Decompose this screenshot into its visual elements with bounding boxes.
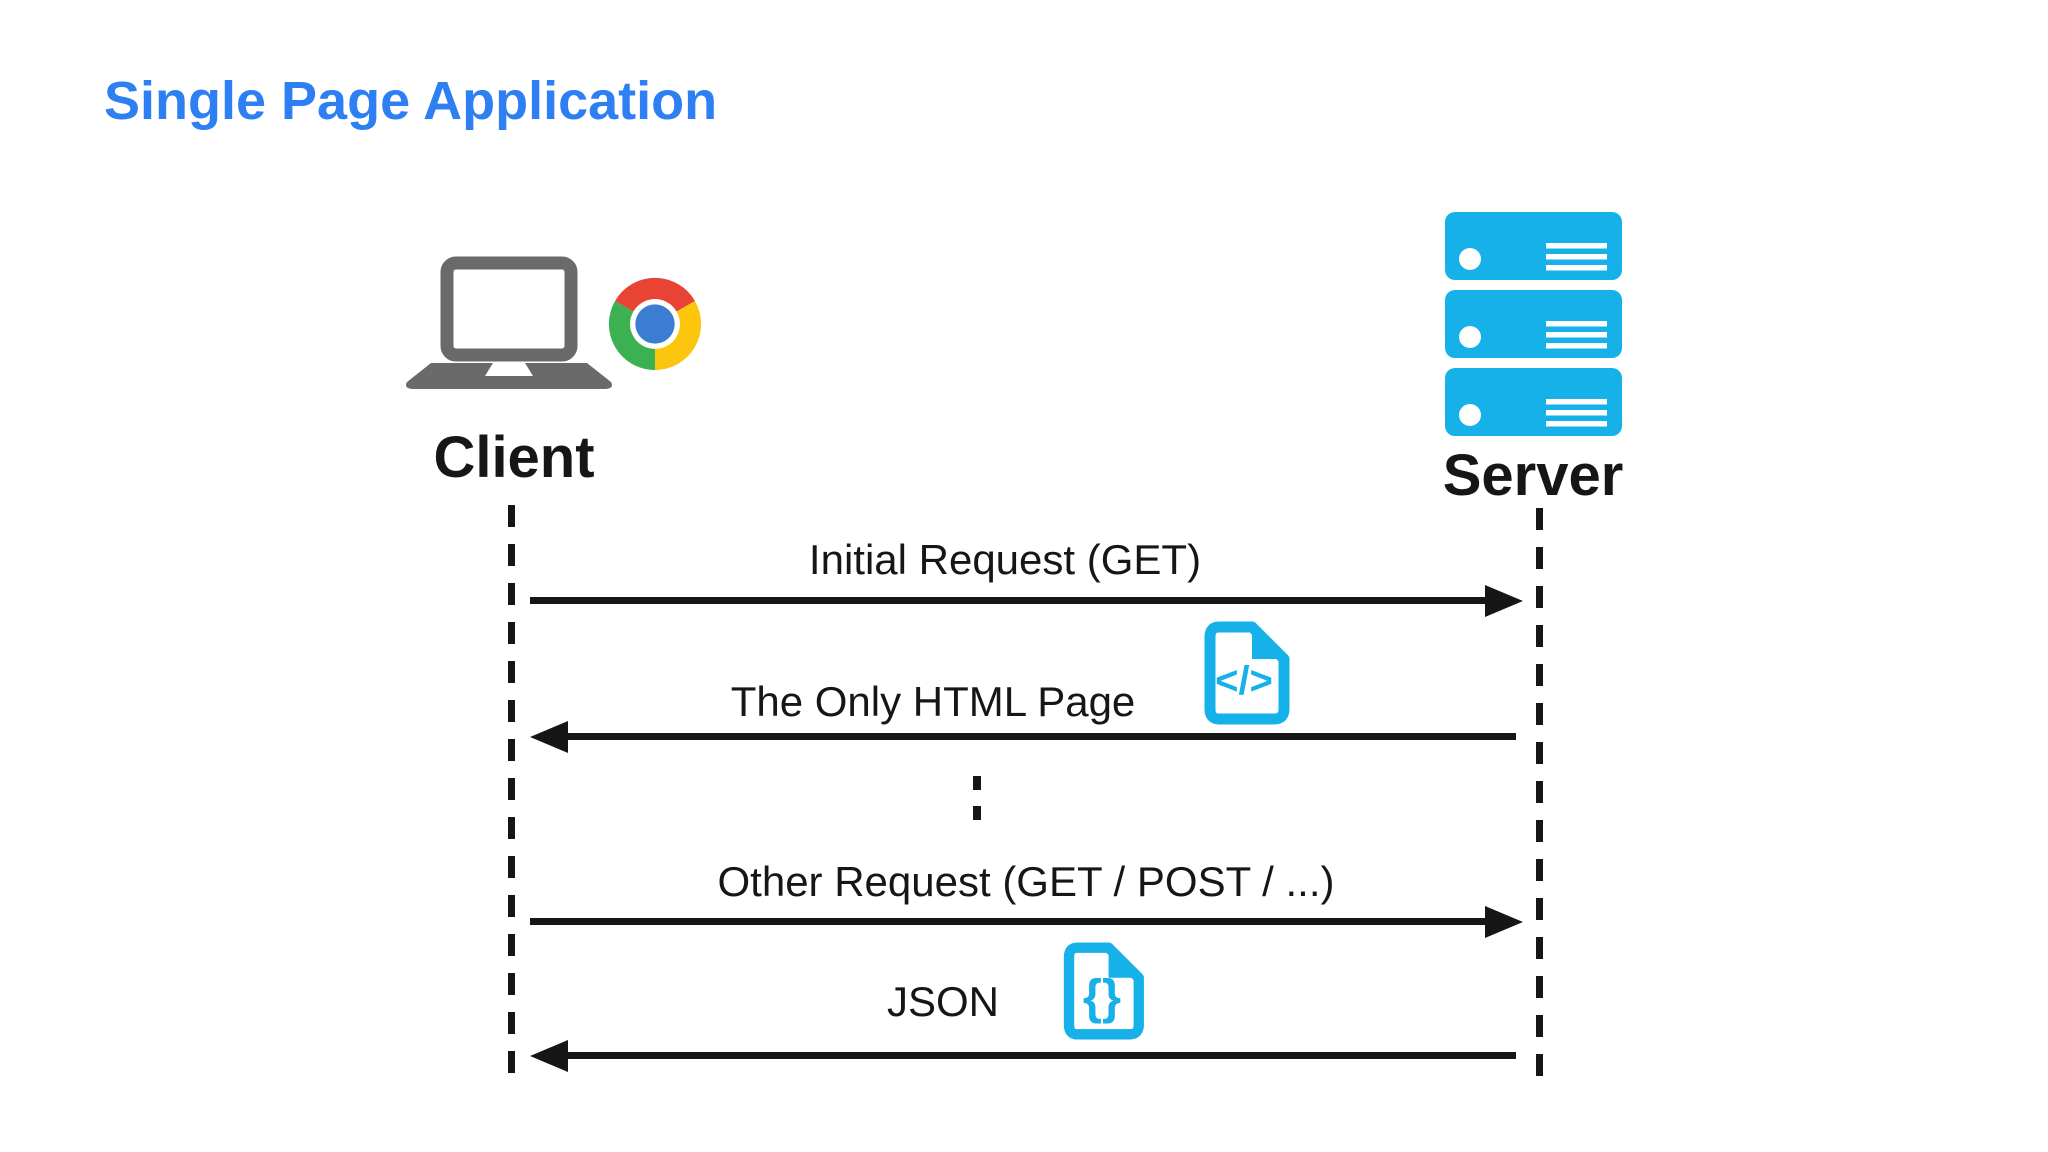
message-arrow-json [566,1052,1516,1059]
server-lifeline [1536,508,1543,1077]
message-arrow-initial-request [530,597,1486,604]
json-file-icon: {} [1063,942,1144,1040]
message-label-initial-request: Initial Request (GET) [808,536,1202,583]
continuation-dashes [973,776,981,822]
message-label-html-page: The Only HTML Page [730,678,1136,725]
arrowhead-right-icon [1485,906,1523,938]
message-arrow-html-page [566,733,1516,740]
client-lifeline [508,505,515,1077]
message-label-json: JSON [886,978,999,1025]
chrome-logo-icon [608,277,702,371]
client-label: Client [433,425,595,490]
page-title: Single Page Application [104,71,718,131]
arrowhead-left-icon [530,721,568,753]
arrowhead-right-icon [1485,585,1523,617]
arrowhead-left-icon [530,1040,568,1072]
message-label-other-request: Other Request (GET / POST / ...) [717,858,1335,905]
json-glyph: {} [1083,971,1121,1025]
server-label: Server [1442,443,1624,508]
laptop-icon [406,256,612,389]
message-arrow-other-request [530,918,1486,925]
code-file-icon: </> [1204,621,1290,725]
code-glyph: </> [1215,659,1273,703]
server-stack-icon [1445,212,1622,436]
